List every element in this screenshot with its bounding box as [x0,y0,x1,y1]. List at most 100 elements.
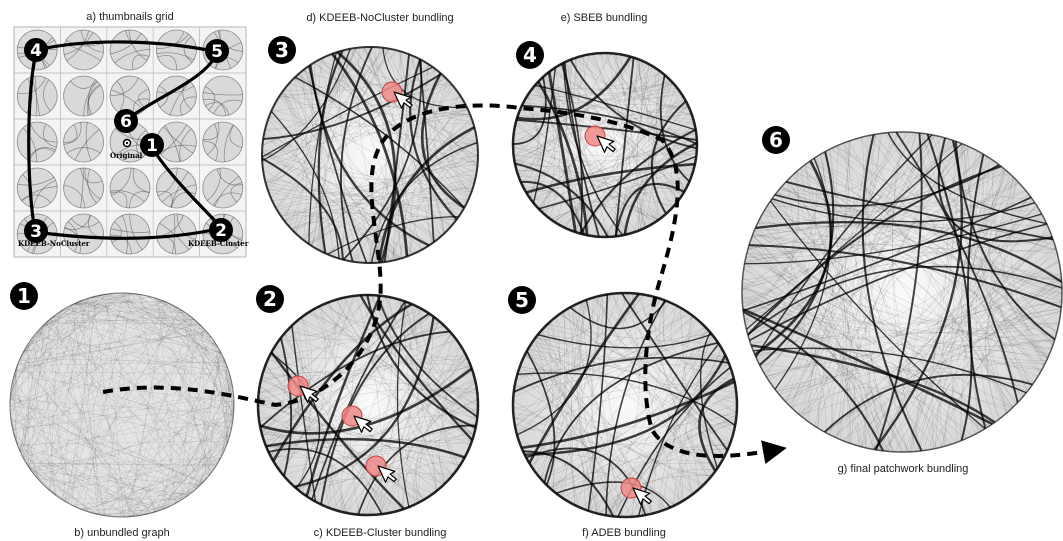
sbeb-edge [513,81,673,157]
nocluster-edge [406,56,445,234]
sbeb-edge [513,83,674,148]
unbundled-edge [64,308,104,516]
patchwork-edge [987,301,1062,419]
unbundled-edge [43,315,190,325]
patchwork-edge [745,163,999,259]
unbundled-edge [39,294,103,330]
cluster-edge [283,334,437,492]
unbundled-edge [75,301,166,508]
nocluster-edge [304,68,437,241]
sbeb-edge [513,104,690,146]
adeb-edge [594,296,703,487]
patchwork-edge [759,219,1042,371]
patchwork-edge [843,389,988,442]
adeb-edge [520,364,712,477]
nocluster-bundle [317,50,344,254]
patchwork-edge [828,149,849,443]
patchwork-edge [755,227,851,444]
unbundled-edge [122,293,233,424]
badge-1-main: 1 [10,282,38,310]
unbundled-edge [89,293,138,299]
patchwork-bundle [823,373,1033,433]
unbundled-edge [22,294,105,458]
grid-thumbnail-edge [114,49,151,64]
unbundled-edge [166,503,176,508]
unbundled-edge [37,478,190,495]
sbeb-edge [517,172,586,235]
unbundled-edge [14,372,30,469]
unbundled-edge [199,349,220,486]
grid-thumbnail-edge [116,80,125,113]
unbundled-edge [220,351,234,406]
unbundled-disc [9,292,235,518]
sbeb-edge [600,53,680,99]
sbeb-bundle [569,59,697,150]
sbeb-edge [593,105,689,237]
cluster-edge [269,354,332,509]
unbundled-edge [147,295,230,375]
adeb-edge [565,299,665,501]
cluster-edge [399,299,473,441]
sbeb-bundle [516,55,632,121]
disc-adeb [511,291,739,519]
patchwork-edge [742,190,1026,308]
unbundled-edge [134,434,231,517]
unbundled-edge [46,488,71,505]
patchwork-edge [941,155,987,448]
unbundled-edge [89,293,111,299]
unbundled-edge [129,377,231,517]
grid-thumbnail [63,29,104,71]
sbeb-edge [517,83,674,118]
adeb-edge [673,344,720,493]
unbundled-edge [181,333,209,500]
cluster-edge [263,296,350,371]
cluster-edge [300,318,445,339]
sbeb-edge [561,63,646,228]
adeb-edge [536,311,568,475]
grid-thumbnail-edge [80,168,103,184]
unbundled-edge [165,301,197,322]
unbundled-edge [137,294,222,457]
patchwork-edge [775,291,1062,391]
adeb-edge [584,459,719,510]
adeb-bundle [517,372,736,427]
unbundled-edge [132,329,205,517]
unbundled-edge [24,350,140,516]
grid-thumbnail-edge [110,228,150,233]
nocluster-bundle [262,48,351,162]
unbundled-edge [135,293,229,442]
unbundled-edge [10,417,166,509]
patchwork-edge [778,177,1015,395]
unbundled-edge [209,335,232,431]
unbundled-edge [10,406,232,429]
patchwork-edge [809,161,1006,414]
adeb-edge [530,344,737,413]
nocluster-bundle [409,59,458,221]
adeb-edge [549,333,712,489]
patchwork-bundle [742,310,885,452]
patchwork-bundle [895,132,1019,403]
patchwork-edge [766,261,1060,377]
cluster-edge [260,429,445,484]
unbundled-edge [195,479,206,490]
patchwork-edge [835,323,1059,438]
grid-thumbnail-edge [213,99,243,114]
sbeb-edge [575,57,581,233]
grid-thumbnail-edge [66,30,90,61]
nocluster-edge [281,92,305,227]
adeb-bundle [620,293,729,452]
unbundled-edge [47,296,96,322]
unbundled-edge [10,365,18,407]
unbundled-edge [47,488,60,499]
patchwork-edge [764,132,916,227]
patchwork-bundle [937,137,1053,243]
badge-5-main: 5 [508,286,536,314]
unbundled-edge [47,321,217,467]
grid-thumbnail-edge [80,167,84,208]
patchwork-edge [759,219,1053,249]
patchwork-edge [742,283,1061,335]
unbundled-edge [212,339,234,420]
cluster-edge [410,306,478,419]
unbundled-edge [23,299,86,459]
unbundled-edge [12,394,234,431]
